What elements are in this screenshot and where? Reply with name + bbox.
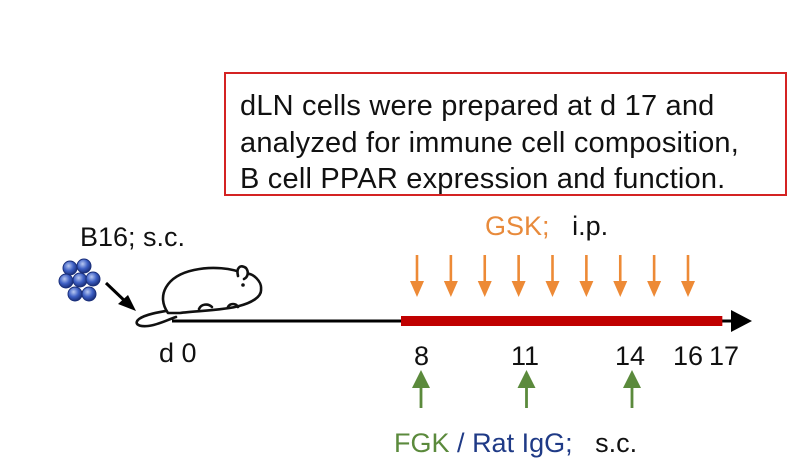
gsk-dose-arrow-head bbox=[443, 281, 458, 297]
tumor-cells-icon bbox=[58, 258, 101, 302]
gsk-dose-arrow-head bbox=[579, 281, 594, 297]
timeline bbox=[172, 255, 752, 408]
gsk-dose-arrow-head bbox=[511, 281, 526, 297]
gsk-treatment-label: GSK; i.p. bbox=[485, 213, 608, 240]
fgk-route-label: s.c. bbox=[595, 428, 638, 458]
tumor-injection-label: B16; s.c. bbox=[80, 222, 186, 252]
gsk-route-label: i.p. bbox=[572, 211, 609, 241]
label-separator: / bbox=[457, 428, 465, 458]
tick-label-8: 8 bbox=[414, 341, 430, 371]
timeline-axis-arrowhead bbox=[731, 310, 752, 332]
fgk-drug-label: FGK bbox=[394, 428, 450, 458]
gsk-dose-arrow-head bbox=[545, 281, 560, 297]
treatment-period-bar bbox=[401, 316, 723, 326]
fgk-dose-arrow-head bbox=[412, 370, 430, 388]
tick-label-17: 17 bbox=[709, 341, 740, 371]
gsk-dose-arrow-head bbox=[613, 281, 628, 297]
day0-label: d 0 bbox=[159, 338, 197, 368]
gsk-dose-arrow-head bbox=[681, 281, 695, 297]
note-line-1: dLN cells were prepared at d 17 and bbox=[240, 90, 715, 122]
fgk-treatment-label: FGK / Rat IgG; s.c. bbox=[394, 430, 637, 457]
gsk-dose-arrow-head bbox=[477, 281, 492, 297]
tick-label-16: 16 bbox=[673, 341, 704, 371]
gsk-dose-arrow-head bbox=[410, 281, 424, 297]
note-line-2: analyzed for immune cell composition, bbox=[240, 127, 740, 159]
injection-arrow bbox=[104, 281, 136, 311]
gsk-dose-arrow-head bbox=[647, 281, 662, 297]
summary-note-box: dLN cells were prepared at d 17 and anal… bbox=[224, 72, 787, 196]
gsk-drug-label: GSK; bbox=[485, 211, 550, 241]
fgk-dose-arrow-head bbox=[517, 370, 536, 388]
tick-label-11: 11 bbox=[511, 341, 540, 371]
tick-label-14: 14 bbox=[615, 341, 646, 371]
note-line-3: B cell PPAR expression and function. bbox=[240, 163, 726, 195]
control-label: Rat IgG; bbox=[472, 428, 573, 458]
fgk-dose-arrow-head bbox=[623, 370, 641, 388]
mouse-icon bbox=[135, 265, 263, 328]
